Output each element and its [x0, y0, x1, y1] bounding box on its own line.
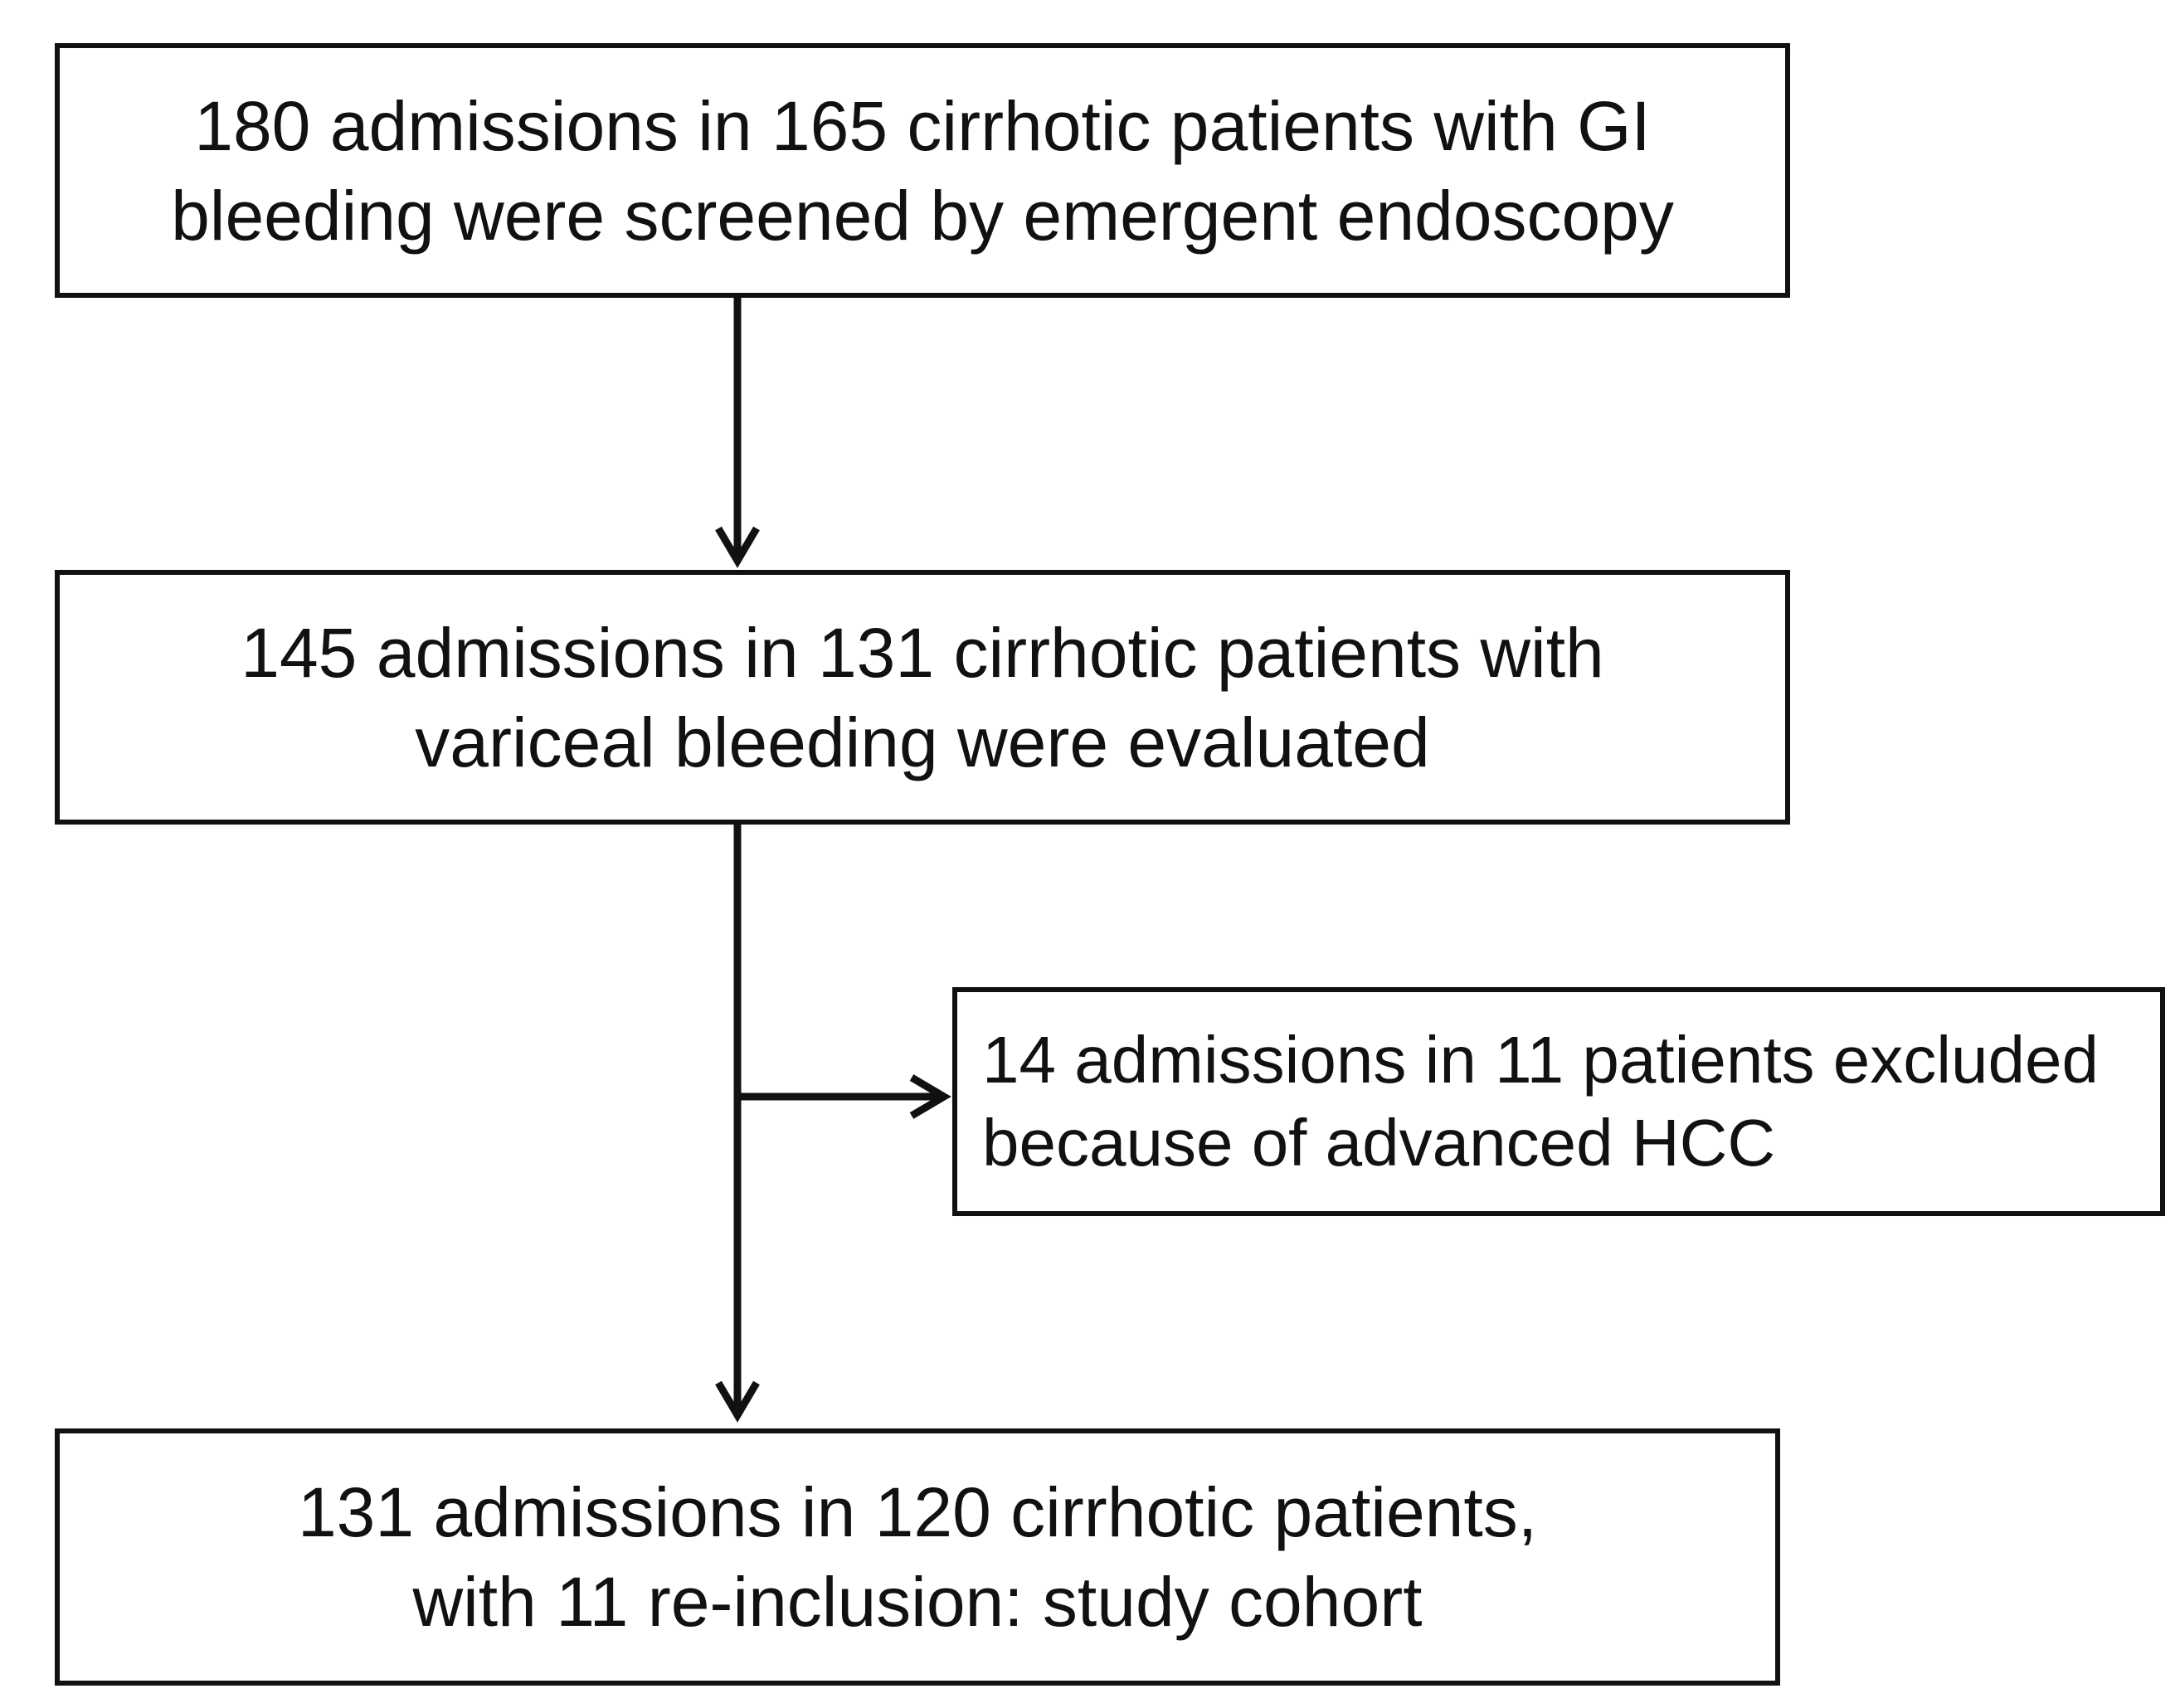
- evaluated-box: 145 admissions in 131 cirrhotic patients…: [55, 570, 1790, 825]
- screening-line-2: bleeding were screened by emergent endos…: [171, 176, 1674, 255]
- evaluated-line-2: variceal bleeding were evaluated: [415, 703, 1430, 781]
- exclusion-line-2: because of advanced HCC: [982, 1106, 1776, 1180]
- evaluated-line-1: 145 admissions in 131 cirrhotic patients…: [241, 613, 1604, 692]
- exclusion-branch-head: [909, 1074, 951, 1119]
- exclusion-box: 14 admissions in 11 patients excluded be…: [952, 987, 2165, 1216]
- arrow-1-to-2-head: [715, 526, 760, 568]
- arrow-2-to-3-head: [715, 1380, 760, 1423]
- screening-line-1: 180 admissions in 165 cirrhotic patients…: [194, 86, 1651, 165]
- study-cohort-line-2: with 11 re-inclusion: study cohort: [412, 1563, 1423, 1641]
- screening-box: 180 admissions in 165 cirrhotic patients…: [55, 43, 1790, 298]
- study-cohort-line-1: 131 admissions in 120 cirrhotic patients…: [297, 1473, 1538, 1551]
- study-cohort-box: 131 admissions in 120 cirrhotic patients…: [55, 1428, 1780, 1686]
- exclusion-line-1: 14 admissions in 11 patients excluded: [982, 1023, 2100, 1097]
